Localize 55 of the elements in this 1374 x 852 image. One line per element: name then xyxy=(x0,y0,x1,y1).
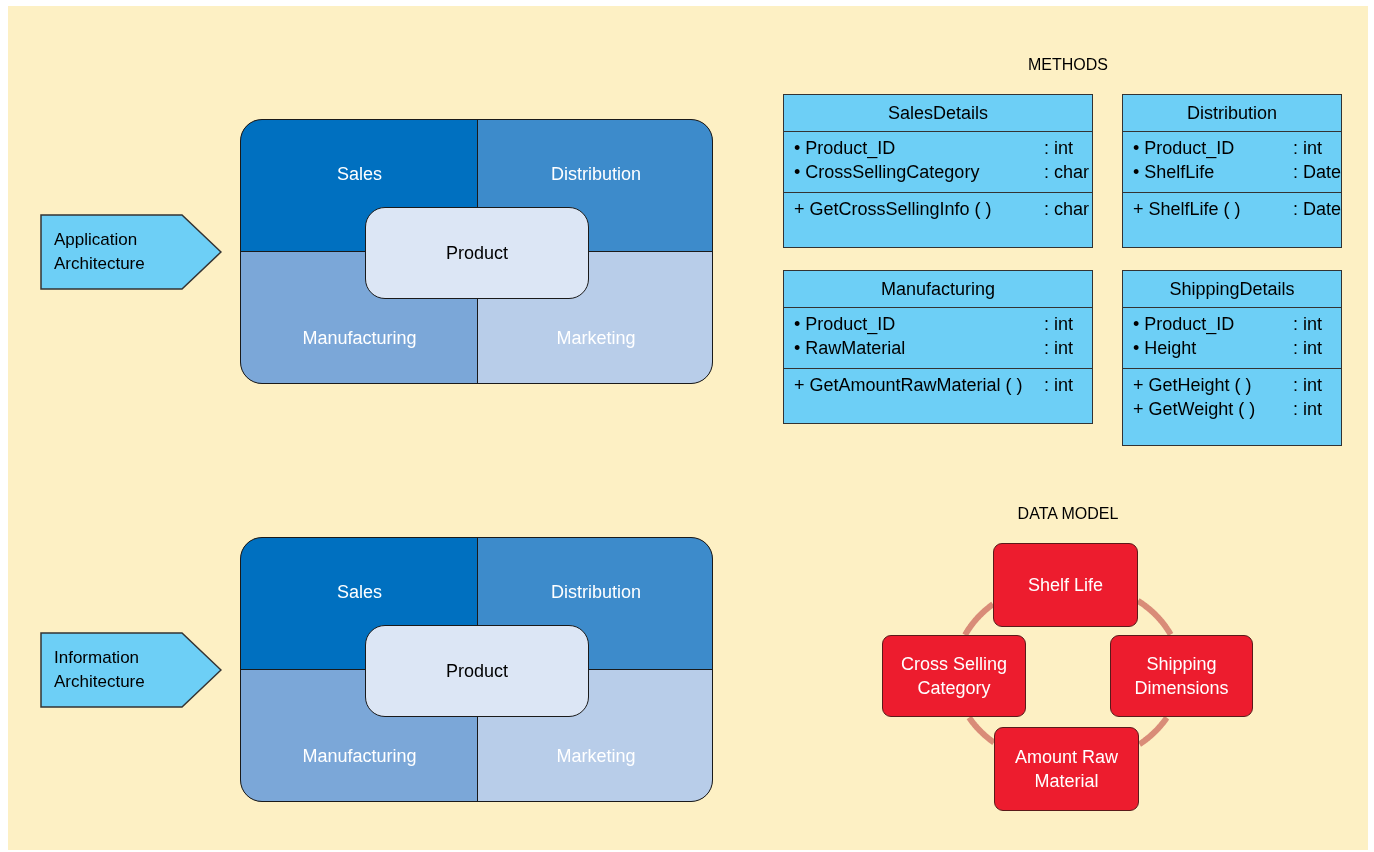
data-entity-box: Shelf Life xyxy=(993,543,1138,627)
attribute-name: • ShelfLife xyxy=(1133,162,1215,183)
class-name: ShippingDetails xyxy=(1123,271,1341,308)
attribute-type: : int xyxy=(1293,314,1322,335)
attribute-type: : Date xyxy=(1293,162,1342,183)
attribute-type: : int xyxy=(1044,338,1073,359)
quadrant-label: Sales xyxy=(336,164,383,185)
return-type: : char xyxy=(1044,199,1090,220)
attribute-name: • Product_ID xyxy=(1133,314,1235,335)
attribute-type: : int xyxy=(1293,138,1322,159)
method-name: + GetWeight ( ) xyxy=(1133,399,1256,420)
attribute-name: • RawMaterial xyxy=(794,338,906,359)
attribute-type: : char xyxy=(1044,162,1090,183)
method-name: + GetAmountRawMaterial ( ) xyxy=(794,375,1023,396)
quadrant-label: Distribution xyxy=(549,582,642,603)
class-box xyxy=(1122,270,1342,446)
section-heading: DATA MODEL xyxy=(1017,505,1119,523)
quadrant-label: Manufacturing xyxy=(301,328,418,349)
ring-connector xyxy=(1137,715,1170,747)
class-box xyxy=(783,270,1093,424)
attribute-type: : int xyxy=(1044,314,1073,335)
quadrant-label: Marketing xyxy=(555,328,637,349)
tag-label: Application Architecture xyxy=(54,229,146,275)
return-type: : int xyxy=(1293,399,1322,420)
attribute-type: : int xyxy=(1293,338,1322,359)
method-name: + GetCrossSellingInfo ( ) xyxy=(794,199,992,220)
attribute-name: • Product_ID xyxy=(794,138,896,159)
quadrant-block xyxy=(240,119,713,384)
attribute-name: • CrossSellingCategory xyxy=(794,162,980,183)
attribute-name: • Product_ID xyxy=(794,314,896,335)
method-name: + GetHeight ( ) xyxy=(1133,375,1252,396)
return-type: : int xyxy=(1044,375,1073,396)
quadrant-block xyxy=(240,537,713,802)
class-box xyxy=(783,94,1093,248)
class-box xyxy=(1122,94,1342,248)
section-heading: METHODS xyxy=(1028,56,1108,74)
quadrant-label: Manufacturing xyxy=(301,746,418,767)
data-entity-box: Shipping Dimensions xyxy=(1110,635,1253,717)
method-name: + ShelfLife ( ) xyxy=(1133,199,1241,220)
data-entity-box: Cross Selling Category xyxy=(882,635,1026,717)
quadrant-label: Sales xyxy=(336,582,383,603)
return-type: : Date xyxy=(1293,199,1342,220)
attribute-type: : int xyxy=(1044,138,1073,159)
quadrant-label: Marketing xyxy=(555,746,637,767)
class-name: Distribution xyxy=(1123,95,1341,132)
return-type: : int xyxy=(1293,375,1322,396)
product-box: Product xyxy=(365,625,589,717)
class-name: Manufacturing xyxy=(784,271,1092,308)
quadrant-label: Distribution xyxy=(549,164,642,185)
tag-label: Information Architecture xyxy=(54,647,146,693)
class-name: SalesDetails xyxy=(784,95,1092,132)
attribute-name: • Product_ID xyxy=(1133,138,1235,159)
data-entity-box: Amount Raw Material xyxy=(994,727,1139,811)
product-box: Product xyxy=(365,207,589,299)
attribute-name: • Height xyxy=(1133,338,1197,359)
